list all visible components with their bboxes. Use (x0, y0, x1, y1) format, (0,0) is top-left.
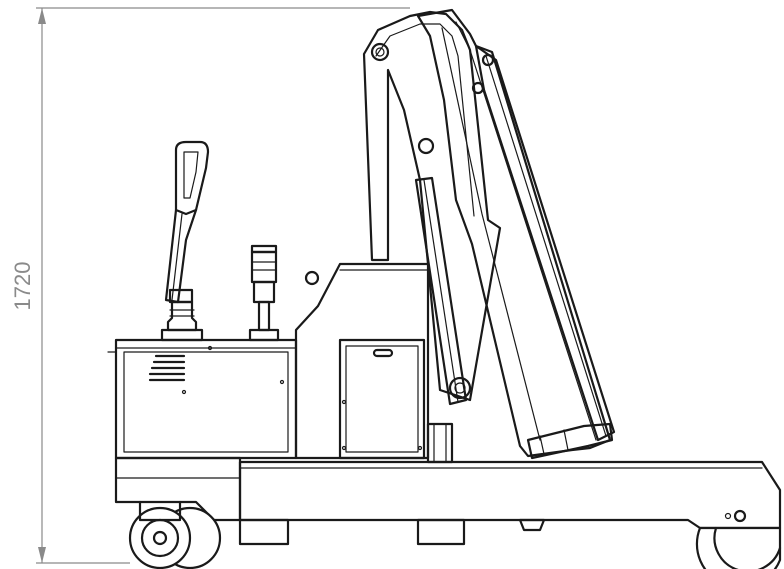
housing-knob (304, 270, 320, 286)
tiller-grip-slot (183, 151, 199, 199)
access-panel-handle (372, 348, 394, 358)
boom-pivot-top (370, 42, 390, 62)
beacon-pole (257, 300, 271, 332)
access-panel-screw-1 (341, 399, 347, 405)
jib-pin (481, 53, 495, 67)
front-pin (733, 509, 747, 523)
tiller-grip (174, 140, 210, 216)
tiller-arm-line (171, 213, 183, 301)
column-housing (294, 262, 430, 460)
boom-extension-line-2 (441, 27, 541, 441)
tiller-handle (160, 140, 210, 342)
support-pad-rear (238, 518, 290, 546)
support-pad-front (518, 518, 546, 532)
access-panel (338, 338, 426, 460)
access-panel-screw-2 (341, 445, 347, 451)
boom-pivot-mid (417, 137, 435, 155)
battery-box (107, 338, 298, 460)
panel-screw-3 (207, 345, 213, 351)
height-dimension: 1720 (10, 7, 410, 564)
height-dimension-label: 1720 (10, 262, 35, 311)
jib-pin-lower (471, 81, 485, 95)
front-wheel-rim (713, 526, 782, 569)
boom-pivot-low (448, 376, 472, 400)
battery-box-body (114, 338, 298, 460)
hydraulic-cylinder (426, 422, 454, 464)
battery-box-inner (123, 351, 289, 453)
beacon-lens (250, 250, 278, 284)
beacon-foot (248, 328, 280, 342)
tiller-mount (160, 328, 204, 342)
front-wheel (695, 526, 782, 569)
column-housing-body (294, 262, 430, 460)
vent-grille (148, 354, 186, 382)
rear-wheels (128, 500, 222, 569)
lift-cylinder (414, 176, 468, 406)
boom-extension-line-1 (455, 21, 597, 441)
front-wheel-tire (695, 526, 782, 569)
boom-main-section (362, 10, 502, 402)
main-beam (238, 460, 782, 530)
rear-wheel-front (128, 506, 192, 569)
front-pin-small (724, 512, 732, 520)
boom-main-inner (375, 23, 475, 217)
boom-tip-block (526, 422, 614, 460)
access-panel-screw-3 (417, 445, 423, 451)
panel-screw-2 (279, 379, 285, 385)
beacon-light (248, 244, 280, 342)
beacon-base (252, 280, 276, 304)
rear-wheel-axle (152, 530, 168, 546)
cylinder-base (426, 422, 454, 464)
dimension-arrow-bottom (38, 547, 46, 563)
dimension-arrow-top (38, 8, 46, 24)
crane-boom (362, 8, 616, 460)
caster-fork (138, 500, 182, 522)
access-panel-inner (345, 345, 419, 453)
boom-pivot-top-inner (375, 47, 385, 57)
support-pad-mid (416, 518, 466, 546)
panel-screw-1 (181, 389, 187, 395)
